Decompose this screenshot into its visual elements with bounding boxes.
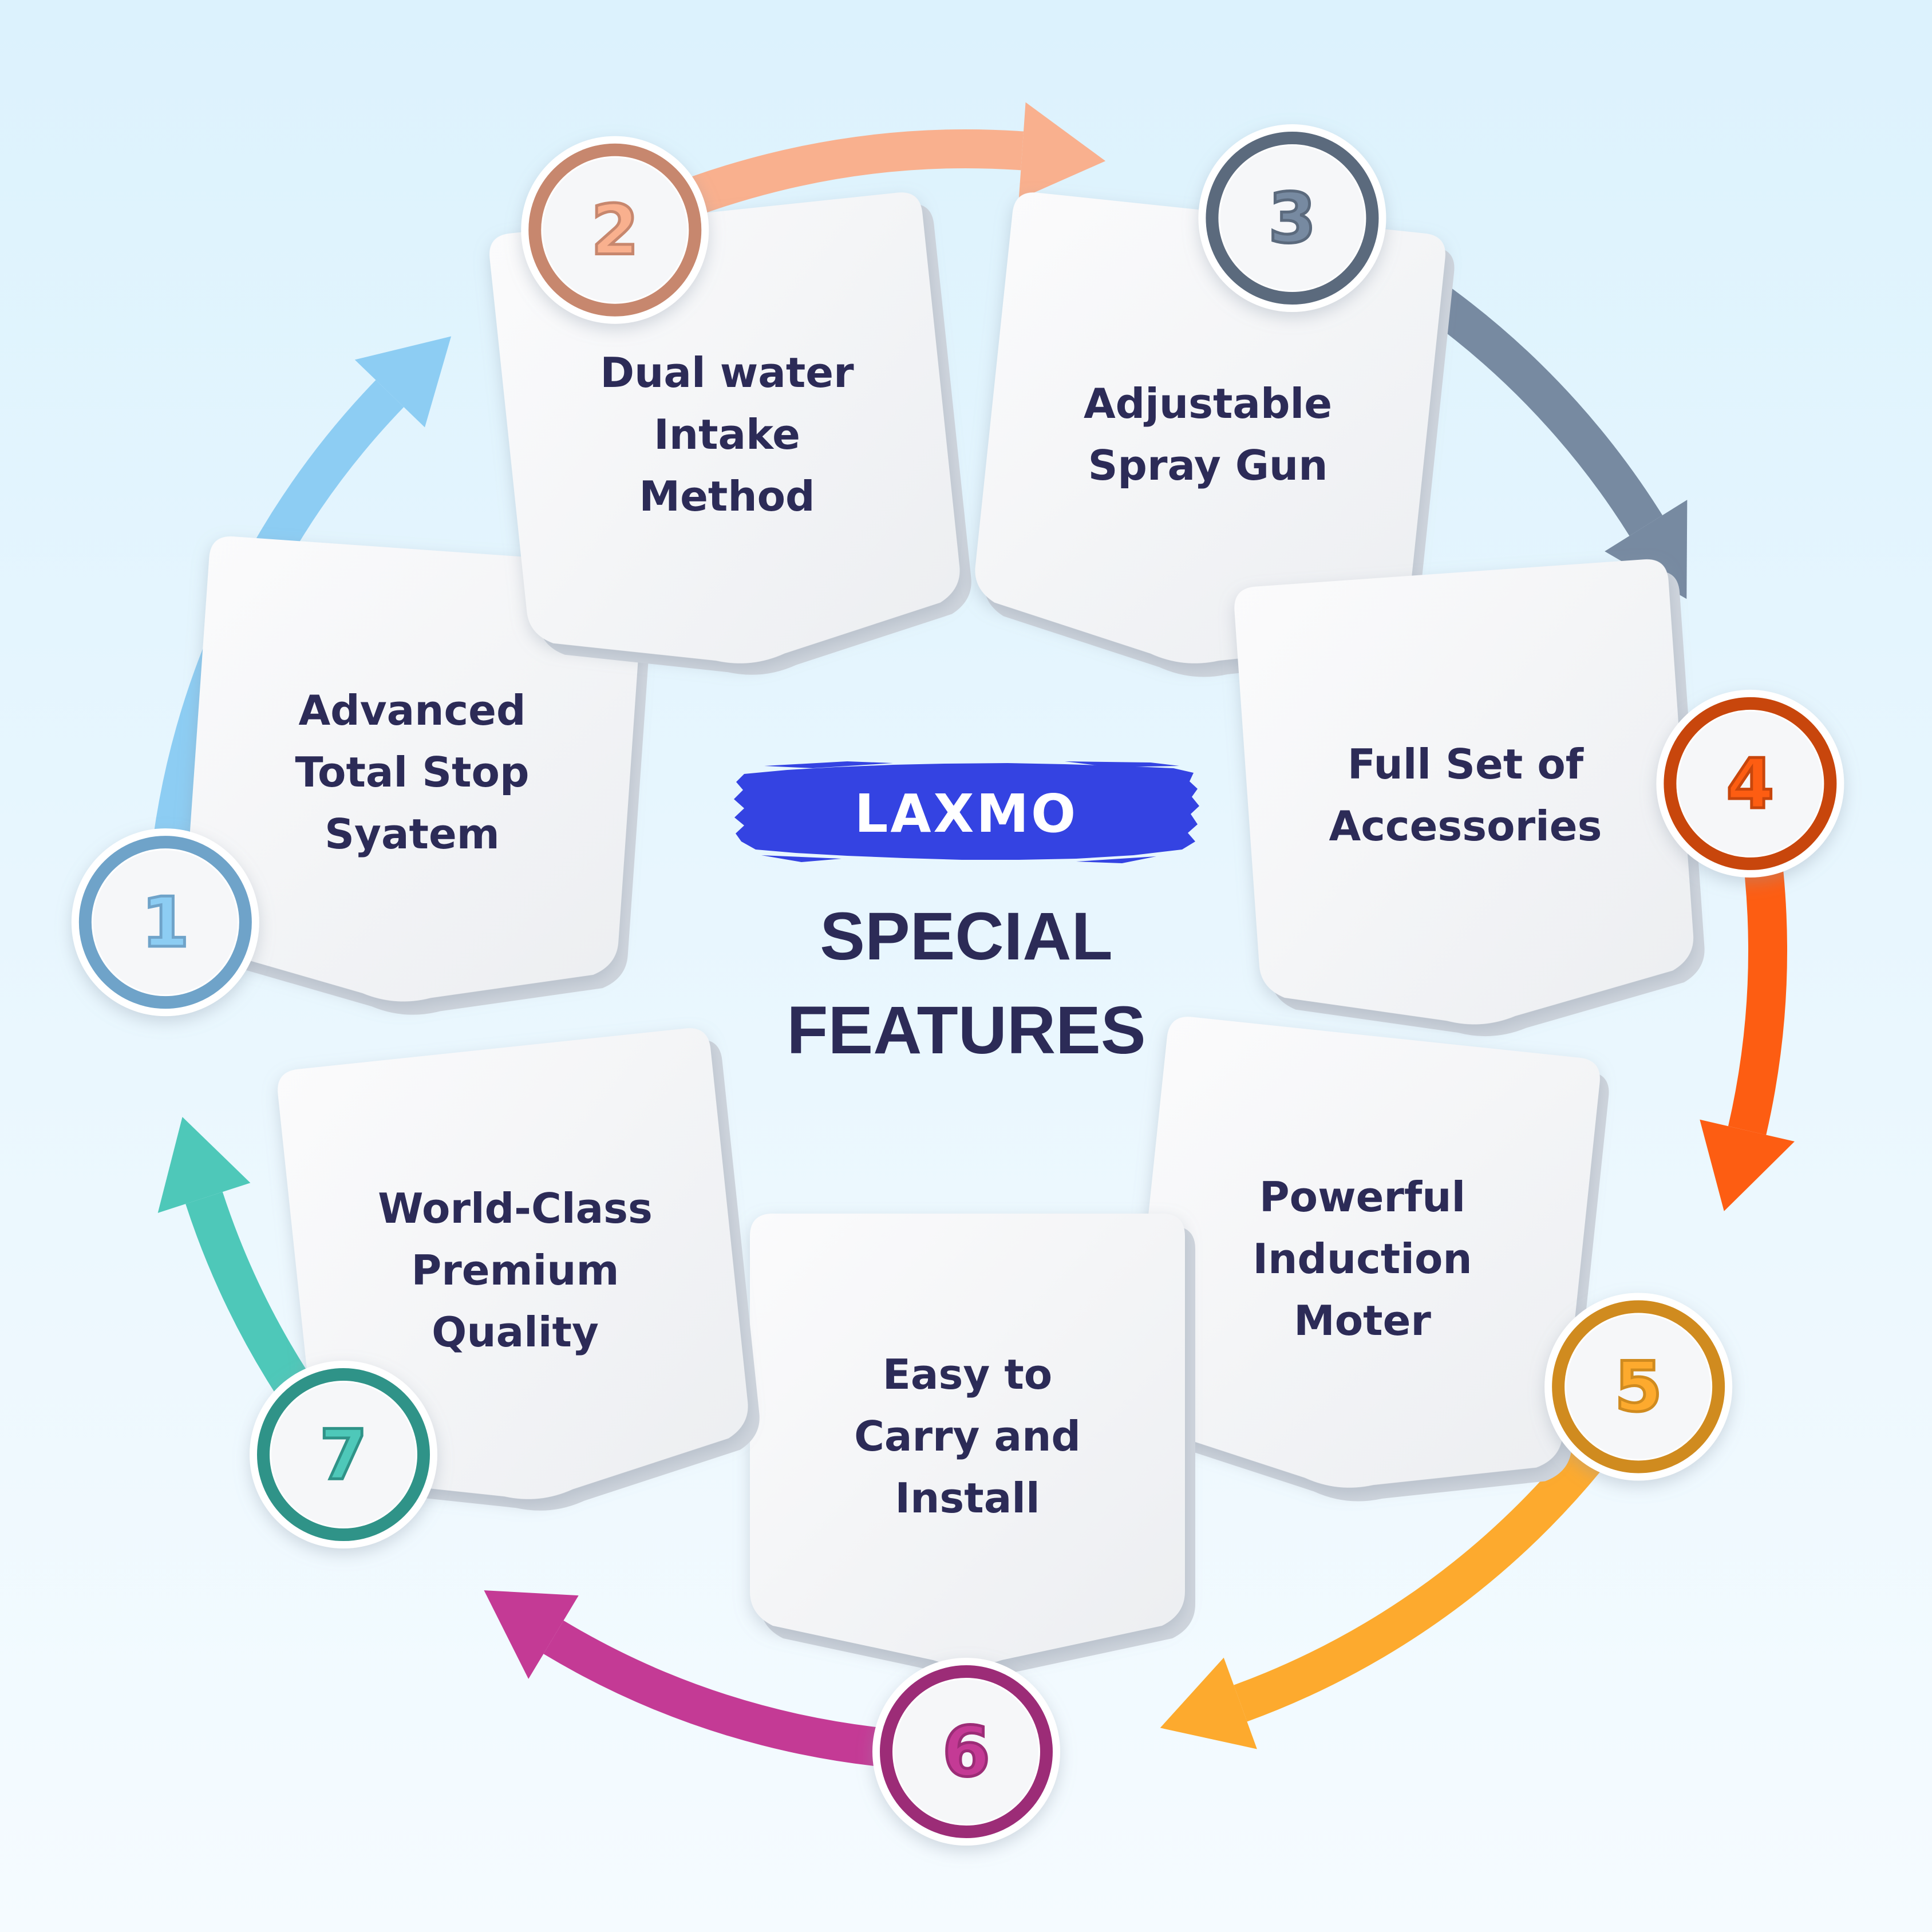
card-face: [1129, 1017, 1600, 1488]
badge-inner: [543, 157, 688, 302]
step-badge-2: 2: [521, 136, 709, 324]
step-badge-4: 4: [1656, 689, 1844, 878]
badge-inner: [1566, 1314, 1711, 1459]
badge-ring: [1206, 132, 1379, 305]
card-face: [975, 192, 1445, 663]
feature-label-2-line-1: Dual water: [600, 349, 854, 397]
badge-ring: [1552, 1300, 1725, 1473]
badge-inner: [271, 1382, 416, 1527]
badge-inner: [894, 1680, 1038, 1824]
title-line-2: FEATURES: [787, 993, 1145, 1068]
card-face: [1234, 559, 1694, 1025]
step-badge-5: 5: [1544, 1293, 1733, 1481]
badge-number-6: 6: [942, 1713, 990, 1792]
badge-ring: [528, 143, 702, 317]
badge-number-7: 7: [319, 1416, 368, 1495]
brand-brush-banner: [734, 761, 1199, 863]
badge-ring: [78, 836, 252, 1009]
feature-label-7-line-3: Quality: [432, 1308, 599, 1356]
feature-label-1-line-2: Total Stop: [295, 748, 529, 796]
feature-label-5-line-2: Induction: [1253, 1235, 1472, 1283]
feature-label-7-line-1: World-Class: [378, 1184, 653, 1232]
badge-inner: [93, 850, 238, 995]
feature-label-6-line-2: Carry and: [854, 1412, 1081, 1460]
card-text-4: Full Set of Accessories: [1329, 740, 1602, 850]
step-badge-3: 3: [1198, 124, 1386, 313]
badge-ring: [880, 1665, 1053, 1838]
arrow-head-step-6: [484, 1590, 579, 1679]
feature-label-6-line-1: Easy to: [883, 1350, 1053, 1398]
badge-inner: [1678, 711, 1823, 856]
feature-label-4-line-2: Accessories: [1329, 802, 1602, 850]
arrow-head-step-7: [157, 1117, 251, 1213]
feature-label-2-line-3: Method: [639, 472, 815, 520]
title-line-1: SPECIAL: [820, 899, 1112, 974]
card-face: [184, 536, 643, 1002]
badge-number-1: 1: [141, 883, 189, 963]
feature-label-7-line-2: Premium: [411, 1246, 619, 1294]
badge-number-3: 3: [1269, 179, 1317, 259]
badge-number-4: 4: [1726, 745, 1775, 824]
feature-label-6-line-3: Install: [895, 1474, 1040, 1522]
step-badges: 1 2 3 4 5 6 7: [71, 124, 1844, 1846]
badge-number-2: 2: [591, 191, 639, 271]
feature-card-4: Full Set of Accessories: [1234, 559, 1705, 1037]
feature-label-1-line-3: Syatem: [325, 810, 500, 858]
arrow-head-step-2: [1018, 102, 1106, 200]
feature-label-5-line-3: Moter: [1294, 1297, 1431, 1345]
badge-ring: [256, 1368, 430, 1542]
feature-label-4-line-1: Full Set of: [1348, 740, 1584, 788]
step-badge-1: 1: [71, 828, 259, 1017]
badge-inner: [1220, 146, 1365, 291]
feature-label-2-line-2: Intake: [654, 410, 800, 459]
arrow-head-step-1: [354, 336, 452, 428]
arrow-head-step-4: [1700, 1119, 1795, 1211]
arrow-head-step-5: [1160, 1657, 1257, 1749]
badge-number-5: 5: [1614, 1348, 1662, 1427]
feature-label-1-line-1: Advanced: [298, 686, 526, 734]
feature-label-5-line-1: Powerful: [1259, 1173, 1465, 1221]
step-badge-7: 7: [249, 1361, 437, 1549]
step-badge-6: 6: [872, 1658, 1060, 1846]
feature-label-3-line-2: Spray Gun: [1088, 441, 1328, 489]
card-face: [750, 1214, 1185, 1666]
feature-label-3-line-1: Adjustable: [1084, 380, 1332, 428]
brand-name: LAXMO: [855, 783, 1078, 844]
badge-ring: [1664, 697, 1837, 870]
